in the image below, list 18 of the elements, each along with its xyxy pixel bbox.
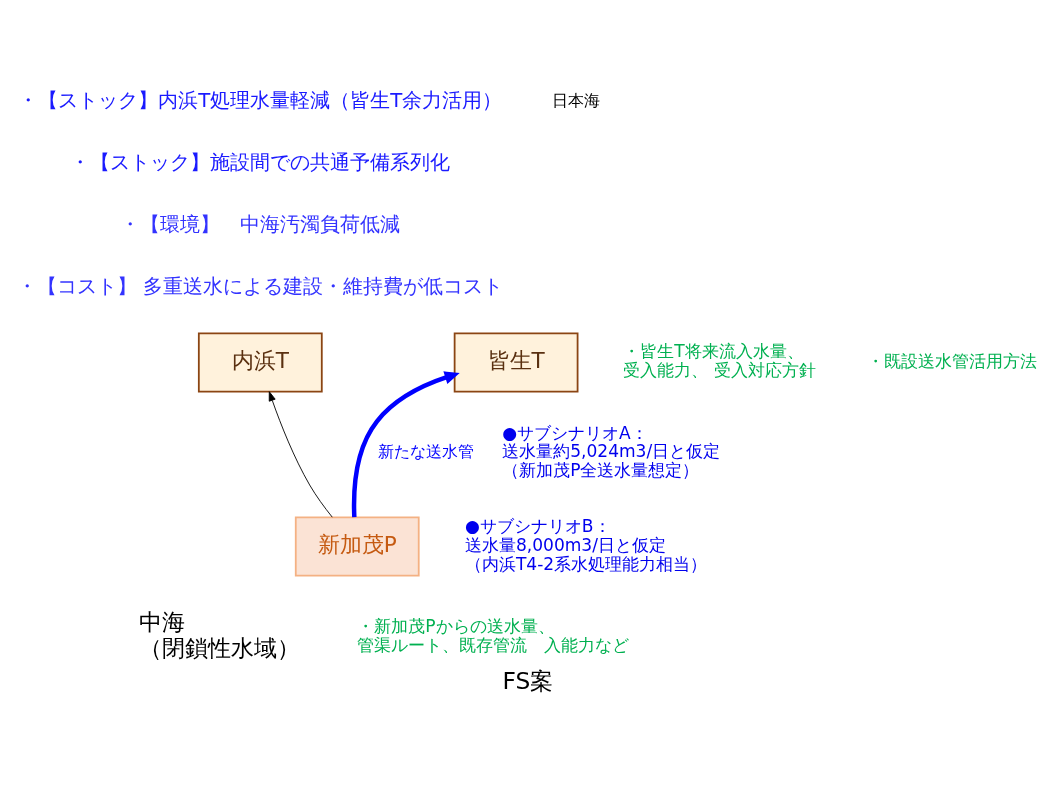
label: 日本海 [552,90,601,110]
label: ・新加茂Pからの送水量、管渠ルート、既存管流 入能力など [357,615,630,655]
arrow [268,390,333,518]
label: ●サブシナリオA：送水量約5,024m3/日と仮定（新加茂P全送水量想定） [502,422,721,480]
arrow [351,370,460,517]
caption: FS案 [502,666,554,695]
edge-label: 新たな送水管 [378,442,475,460]
label: 中海（閉鎖性水域） [139,607,301,662]
label: ・【コスト】 多重送水による建設・維持費が低コスト [17,274,504,298]
label: ●サブシナリオB：送水量8,000m3/日と仮定（内浜T4-2系水処理能力相当） [464,515,708,574]
node-box: 新加茂P [294,515,420,577]
node-box: 内浜T [197,331,323,393]
node-box: 皆生T [453,331,579,393]
label: ・【ストック】施設間での共通予備系列化 [70,150,451,174]
label: ・既設送水管活用方法 [867,350,1038,371]
label: ・【ストック】内浜T処理水量軽減（皆生T余力活用） [18,88,503,112]
label: ・皆生T将来流入水量、受入能力、 受入対応方針 [623,340,816,380]
label: ・【環境】 中海汚濁負荷低減 [120,212,401,236]
